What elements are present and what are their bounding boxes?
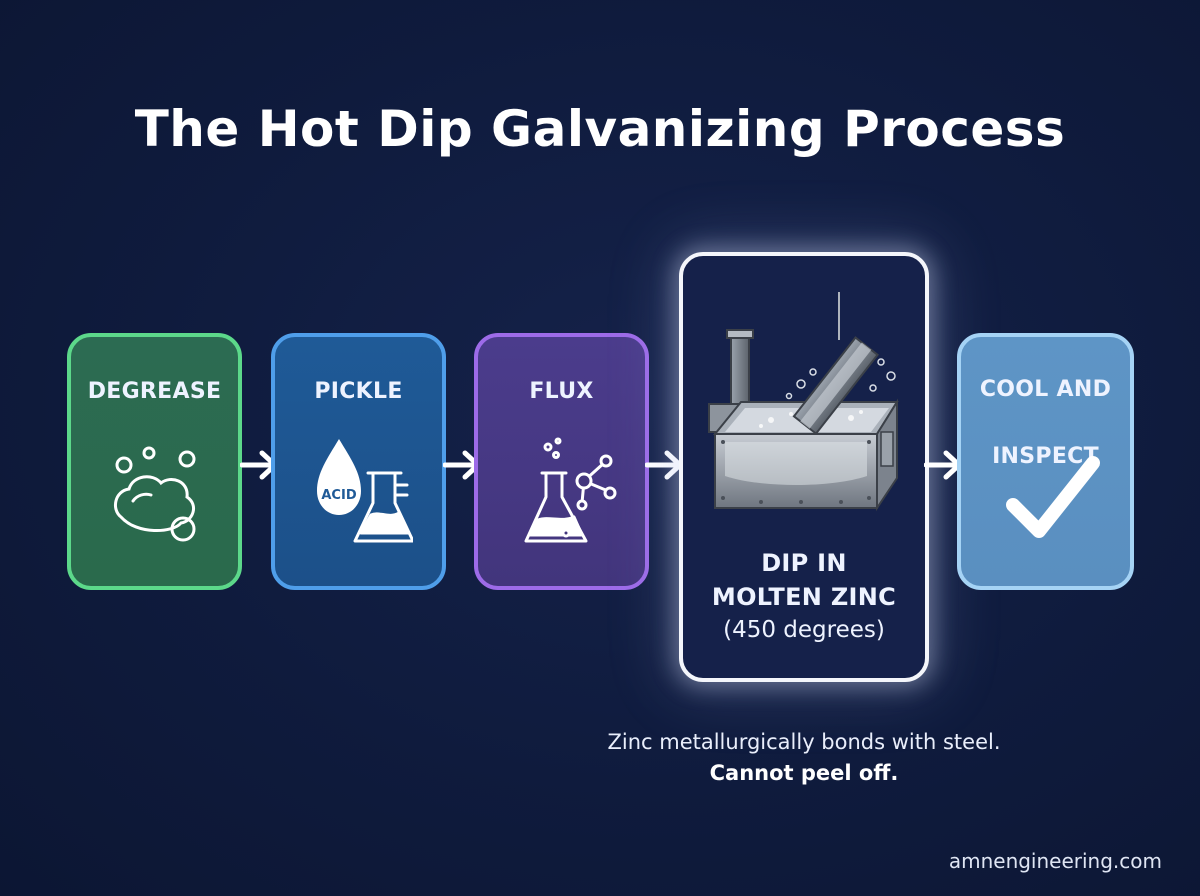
step-label: PICKLE — [314, 379, 403, 404]
step-label-line1: COOL AND — [979, 377, 1112, 402]
step-cool-and-inspect: COOL AND INSPECT — [957, 333, 1134, 590]
step-label-line1: DIP IN — [761, 549, 847, 577]
step-label-line2: MOLTEN ZINC — [711, 583, 897, 611]
zinc-bath-icon — [708, 292, 899, 512]
note-emphasis: Cannot peel off. — [709, 761, 899, 785]
step-label: FLUX — [529, 379, 594, 404]
soap-bubbles-icon — [113, 446, 196, 542]
step-dip-molten-zinc: DIP IN MOLTEN ZINC (450 degrees) — [679, 252, 929, 682]
bonding-note: Zinc metallurgically bonds with steel. C… — [604, 727, 1004, 789]
note-text: Zinc metallurgically bonds with steel. — [607, 730, 1001, 754]
step-flux: FLUX — [474, 333, 649, 590]
step-label-line2: INSPECT — [992, 444, 1099, 469]
flask-molecule-icon — [524, 437, 617, 543]
step-sublabel: (450 degrees) — [723, 617, 885, 643]
checkmark-icon — [1006, 456, 1100, 538]
step-degrease: DEGREASE — [67, 333, 242, 590]
step-label: DEGREASE — [87, 379, 222, 404]
acid-text: ACID — [321, 488, 356, 503]
page-title: The Hot Dip Galvanizing Process — [134, 100, 1066, 158]
step-pickle: PICKLE ACID — [271, 333, 446, 590]
website-footer: amnengineering.com — [948, 849, 1162, 873]
acid-drop-flask-icon: ACID — [317, 439, 413, 543]
